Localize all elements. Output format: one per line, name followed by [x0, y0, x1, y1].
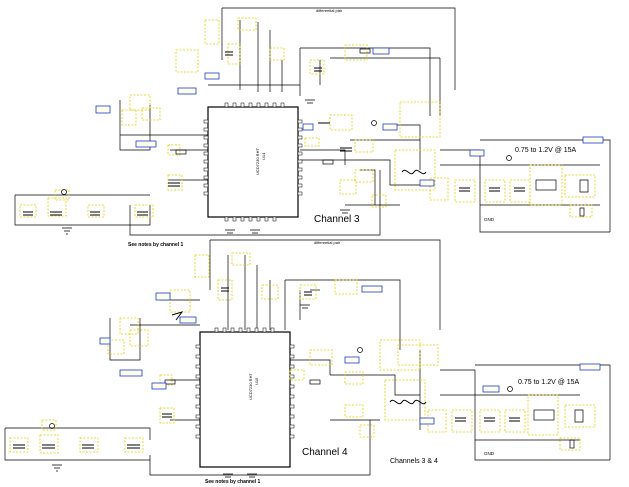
sheet-label: Channels 3 & 4 — [390, 458, 438, 465]
ch3-output-rating: 0.75 to 1.2V @ 15A — [515, 147, 577, 154]
ch4-gnd: GND — [484, 451, 495, 456]
ch4-net-flags — [99, 285, 601, 425]
ic-u15-pins — [195, 327, 295, 439]
ch3-net-flags — [95, 47, 604, 187]
ic-u15-part: UCD7230 RHT — [248, 373, 253, 400]
ch4-diff-pair: differential pair — [314, 240, 341, 245]
ch4-passives — [13, 287, 584, 449]
ic-u15-ref: U15 — [254, 377, 259, 385]
ch3-grounds — [61, 99, 512, 235]
ic-u15 — [199, 331, 291, 468]
ch3-title: Channel 3 — [314, 214, 360, 225]
ch3-diff-pair: differential pair — [316, 8, 343, 13]
ch4-grounds — [49, 304, 513, 478]
channel-3-section: UCD7230 RHT U14 — [14, 7, 611, 248]
ic-u14-ref: U14 — [261, 152, 266, 160]
ch4-output-rating: 0.75 to 1.2V @ 15A — [518, 379, 580, 386]
ch4-notes: See notes by channel 1 — [205, 479, 261, 485]
ic-u14 — [207, 106, 299, 218]
ch3-notes: See notes by channel 1 — [128, 242, 184, 248]
ch4-title: Channel 4 — [302, 447, 348, 458]
ic-u14-pins — [203, 102, 303, 222]
ic-u14-part: UCD7230 RHT — [255, 148, 260, 175]
ch3-passives — [23, 48, 589, 217]
ch3-gnd: GND — [484, 217, 495, 222]
channel-4-section: UCD7230 RHT U15 — [4, 239, 611, 485]
